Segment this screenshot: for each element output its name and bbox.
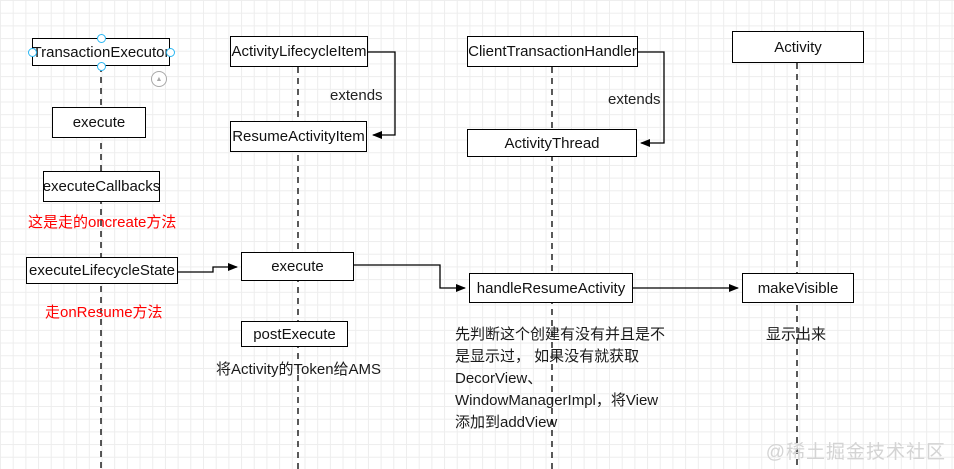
collapse-arrow-icon[interactable]: ▲	[151, 71, 167, 87]
selection-handle-left[interactable]	[28, 48, 37, 57]
node-label: handleResumeActivity	[476, 279, 626, 297]
node-activity-lifecycle-item[interactable]: ActivityLifecycleItem	[230, 36, 368, 67]
node-label: executeCallbacks	[42, 178, 161, 195]
node-activity[interactable]: Activity	[732, 31, 864, 63]
node-label: executeLifecycleState	[29, 262, 175, 279]
extends-edge-resume-activity-item[interactable]	[368, 51, 396, 139]
node-label: ClientTransactionHandler	[468, 43, 637, 60]
node-label: ActivityLifecycleItem	[231, 43, 367, 60]
node-execute-callbacks[interactable]: executeCallbacks	[43, 171, 160, 202]
node-label: ResumeActivityItem	[232, 128, 365, 145]
extends-edge-activity-thread[interactable]	[638, 51, 665, 147]
note-line: 是显示过， 如果没有就获取	[455, 348, 640, 365]
extends-label-lifecycle-item[interactable]: extends	[330, 87, 383, 104]
node-post-execute[interactable]: postExecute	[241, 321, 348, 347]
selection-handle-right[interactable]	[166, 48, 175, 57]
node-label: execute	[72, 114, 126, 131]
note-onresume[interactable]: 走onResume方法	[45, 304, 163, 321]
flow-edge-execute-to-handleresumeactivity[interactable]	[353, 264, 466, 292]
node-execute-transaction-executor[interactable]: execute	[52, 107, 146, 138]
node-client-transaction-handler[interactable]: ClientTransactionHandler	[467, 36, 638, 67]
node-label: Activity	[774, 38, 822, 56]
node-label: postExecute	[253, 325, 336, 343]
flow-edge-executelifecyclestate-to-execute[interactable]	[177, 263, 238, 273]
selection-handle-top[interactable]	[97, 34, 106, 43]
node-handle-resume-activity[interactable]: handleResumeActivity	[469, 273, 633, 303]
node-label: makeVisible	[757, 279, 839, 297]
note-line: DecorView、	[455, 370, 543, 387]
note-handle-resume-detail[interactable]: 先判断这个创建有没有并且是不 是显示过， 如果没有就获取 DecorView、 …	[455, 324, 665, 434]
node-execute-resume-activity-item[interactable]: execute	[241, 252, 354, 281]
note-token-to-ams[interactable]: 将Activity的Token给AMS	[216, 361, 382, 378]
node-label: ActivityThread	[504, 134, 600, 152]
node-label: TransactionExecutor	[32, 43, 170, 61]
note-line: 添加到addView	[455, 414, 558, 431]
selection-handle-bottom[interactable]	[97, 62, 106, 71]
note-oncreate[interactable]: 这是走的oncreate方法	[28, 214, 177, 231]
extends-label-activity-thread[interactable]: extends	[608, 91, 661, 108]
note-line: 先判断这个创建有没有并且是不	[455, 326, 666, 343]
node-execute-lifecycle-state[interactable]: executeLifecycleState	[26, 257, 178, 284]
node-resume-activity-item[interactable]: ResumeActivityItem	[230, 121, 367, 152]
node-make-visible[interactable]: makeVisible	[742, 273, 854, 303]
watermark: @稀土掘金技术社区	[765, 442, 946, 463]
note-show-visible[interactable]: 显示出来	[766, 326, 827, 343]
node-label: execute	[271, 258, 324, 275]
note-line: WindowManagerImpl，将View	[455, 392, 659, 409]
node-activity-thread[interactable]: ActivityThread	[467, 129, 637, 157]
